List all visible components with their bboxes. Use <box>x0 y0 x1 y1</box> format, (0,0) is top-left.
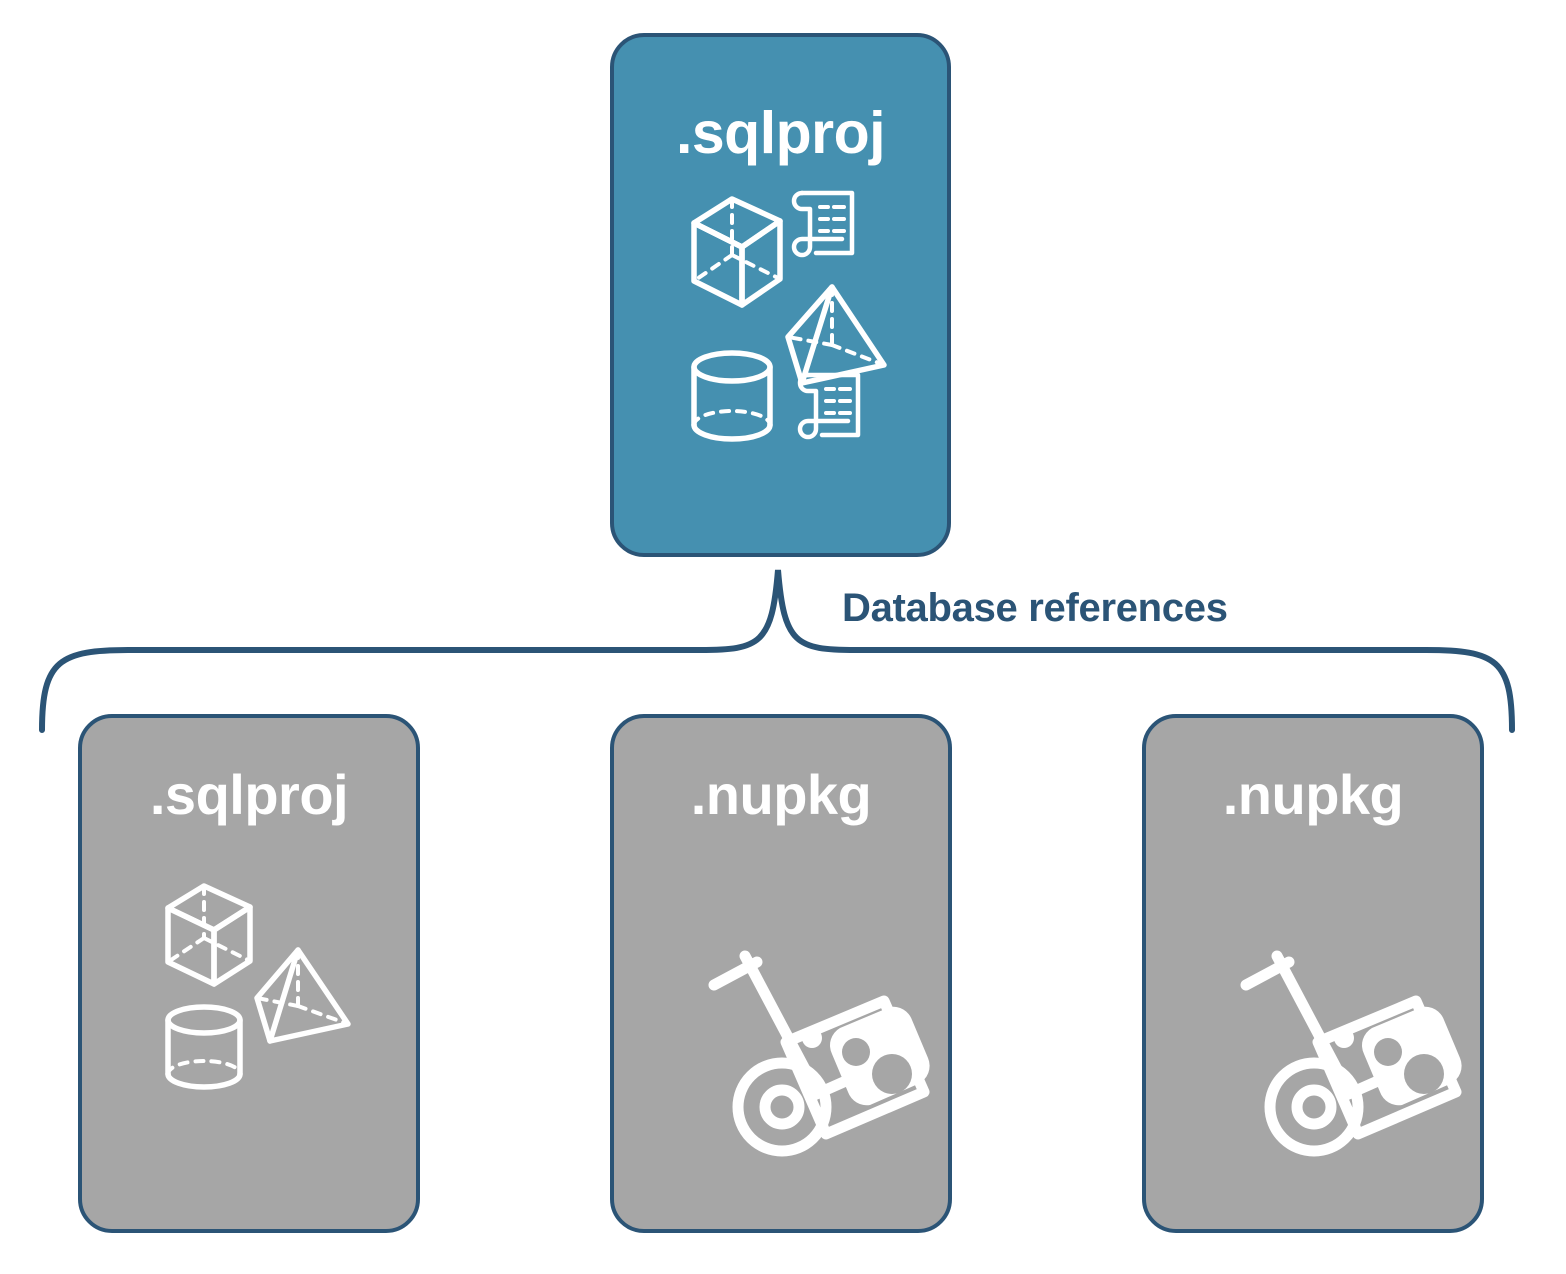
cube-icon <box>691 196 783 308</box>
reference-node-label: .sqlproj <box>149 763 349 826</box>
script-scroll-icon <box>797 372 861 440</box>
nuget-logo-glyph <box>802 1006 930 1106</box>
root-node-icon-group <box>684 177 894 442</box>
reference-node-label: .nupkg <box>690 763 872 826</box>
root-node-label: .sqlproj <box>675 100 886 166</box>
hand-truck-icon <box>1240 950 1438 1157</box>
reference-node-icon-group <box>1176 858 1466 1158</box>
root-node-sqlproj[interactable]: .sqlproj <box>610 33 951 557</box>
reference-node-nupkg[interactable]: .nupkg <box>610 714 952 1233</box>
reference-node-icon-group <box>644 858 934 1158</box>
cylinder-icon <box>691 350 773 442</box>
connector-label: Database references <box>842 586 1228 630</box>
hand-truck-icon <box>708 950 906 1157</box>
nuget-logo-cutouts <box>1374 1038 1444 1094</box>
cylinder-icon <box>165 1004 243 1090</box>
pyramid-icon <box>785 284 887 386</box>
nuget-package-icon <box>1312 995 1462 1140</box>
nuget-package-icon <box>780 995 930 1140</box>
nuget-logo-cutouts <box>842 1038 912 1094</box>
reference-node-sqlproj[interactable]: .sqlproj <box>78 714 420 1233</box>
cube-icon <box>165 883 253 987</box>
database-references-bracket <box>39 569 1515 733</box>
nuget-logo-glyph <box>1334 1006 1462 1106</box>
script-scroll-icon <box>791 190 855 258</box>
reference-node-label: .nupkg <box>1222 763 1404 826</box>
reference-node-icon-group <box>158 868 358 1098</box>
reference-node-nupkg[interactable]: .nupkg <box>1142 714 1484 1233</box>
pyramid-icon <box>254 947 351 1044</box>
